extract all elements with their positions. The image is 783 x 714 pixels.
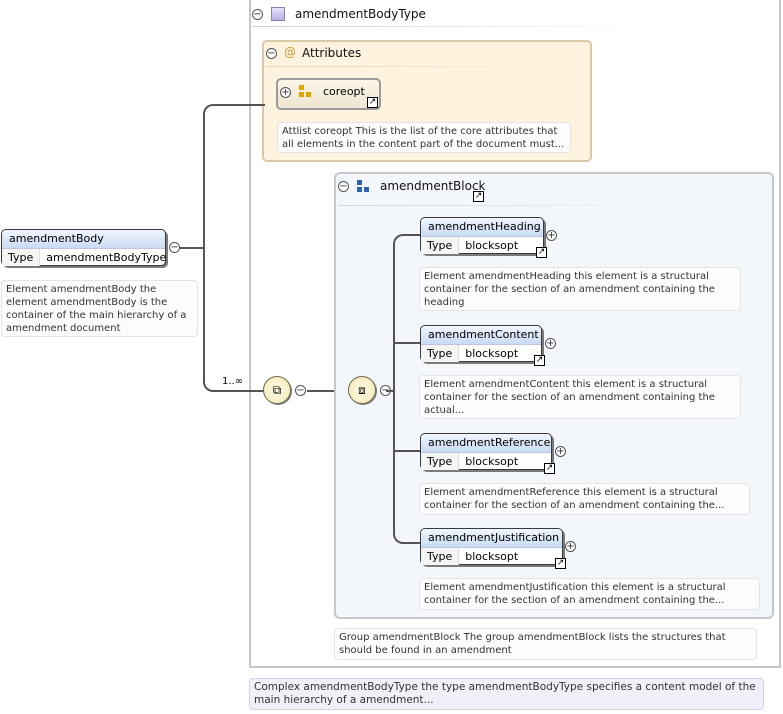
child-type-key: Type	[421, 237, 460, 254]
collapse-attributes-icon[interactable]: −	[266, 48, 277, 59]
group-title: amendmentBlock	[380, 179, 486, 193]
group-icon	[357, 180, 371, 193]
child-doc: Element amendmentHeading this element is…	[419, 267, 741, 311]
expand-child-icon[interactable]: +	[545, 338, 556, 349]
branch-line	[393, 450, 421, 452]
connector-line	[180, 247, 204, 249]
coreopt-attribute-group[interactable]	[276, 78, 381, 110]
child-link-icon[interactable]: ↗	[555, 558, 566, 569]
sequence-inner-connector-icon[interactable]: ⧈	[348, 376, 376, 404]
child-element-amendmentHeading[interactable]: amendmentHeading Type blocksopt	[420, 217, 544, 254]
expand-child-icon[interactable]: +	[565, 541, 576, 552]
connector-branch	[203, 104, 265, 392]
attributes-doc: Attlist coreopt This is the list of the …	[277, 122, 571, 153]
child-doc: Element amendmentJustification this elem…	[419, 578, 760, 610]
complex-type-doc: Complex amendmentBodyType the type amend…	[249, 678, 764, 710]
coreopt-label: coreopt	[323, 85, 365, 98]
child-element-amendmentContent[interactable]: amendmentContent Type blocksopt	[420, 325, 542, 362]
root-type-value: amendmentBodyType	[46, 251, 167, 264]
complex-type-title: amendmentBodyType	[295, 7, 426, 21]
child-element-amendmentJustification[interactable]: amendmentJustification Type blocksopt	[420, 528, 563, 565]
sequence-connector-icon[interactable]: ⧉	[263, 376, 291, 404]
child-element-name: amendmentJustification	[421, 529, 562, 548]
attributes-divider	[266, 66, 566, 67]
child-type-key: Type	[421, 345, 460, 362]
group-divider	[338, 205, 658, 206]
coreopt-link-icon[interactable]: ↗	[367, 97, 378, 108]
child-link-icon[interactable]: ↗	[534, 355, 545, 366]
child-type-value: blocksopt	[465, 455, 519, 468]
root-type-key: Type	[2, 249, 41, 266]
child-type-value: blocksopt	[465, 239, 519, 252]
child-type-key: Type	[421, 453, 460, 470]
root-element-doc: Element amendmentBody the element amendm…	[1, 280, 198, 337]
cardinality-label: 1..∞	[222, 376, 244, 387]
children-branch	[393, 234, 421, 544]
root-element-amendmentBody[interactable]: amendmentBody Type amendmentBodyType	[1, 229, 166, 266]
connector-line	[386, 390, 395, 392]
child-type-value: blocksopt	[465, 347, 519, 360]
at-icon: @	[284, 45, 296, 59]
child-element-amendmentReference[interactable]: amendmentReference Type blocksopt	[420, 433, 552, 470]
header-divider	[252, 26, 642, 27]
collapse-root-icon[interactable]: −	[169, 242, 180, 253]
collapse-complex-type-icon[interactable]: −	[252, 9, 263, 20]
child-doc: Element amendmentReference this element …	[419, 483, 750, 515]
complex-type-icon	[271, 7, 285, 21]
connector-line	[307, 390, 349, 392]
child-doc: Element amendmentContent this element is…	[419, 375, 741, 419]
branch-line	[393, 342, 421, 344]
attribute-group-icon	[299, 85, 315, 99]
child-link-icon[interactable]: ↗	[544, 463, 555, 474]
collapse-sequence-icon[interactable]: −	[295, 385, 306, 396]
child-element-name: amendmentHeading	[421, 218, 543, 237]
expand-child-icon[interactable]: +	[546, 230, 557, 241]
expand-coreopt-icon[interactable]: +	[280, 87, 291, 98]
child-type-key: Type	[421, 548, 460, 565]
collapse-group-icon[interactable]: −	[338, 181, 349, 192]
expand-child-icon[interactable]: +	[555, 446, 566, 457]
attributes-title: Attributes	[302, 46, 362, 60]
group-link-icon[interactable]: ↗	[473, 191, 484, 202]
child-link-icon[interactable]: ↗	[536, 247, 547, 258]
child-element-name: amendmentReference	[421, 434, 551, 453]
group-doc: Group amendmentBlock The group amendment…	[334, 628, 757, 660]
root-element-name: amendmentBody	[2, 230, 165, 249]
child-type-value: blocksopt	[465, 550, 519, 563]
child-element-name: amendmentContent	[421, 326, 541, 345]
